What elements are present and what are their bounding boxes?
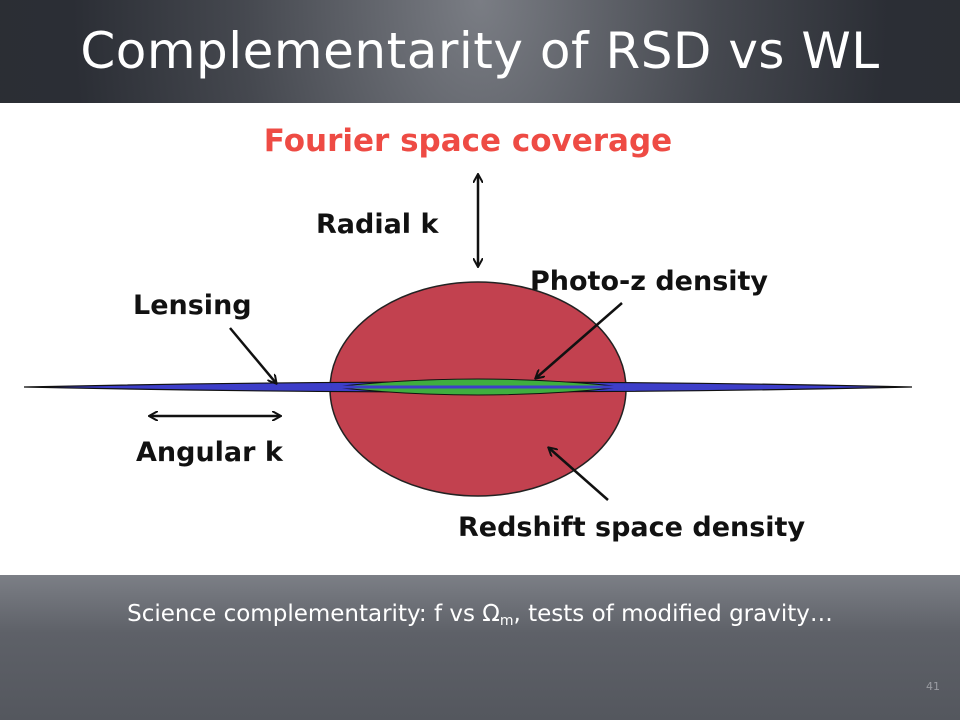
photo-z-label: Photo-z density xyxy=(530,266,768,297)
bottom-band xyxy=(0,575,960,720)
lensing-arrow xyxy=(229,327,276,383)
fourier-coverage-diagram: Fourier space coverage Radial k Photo-z … xyxy=(0,103,960,575)
slide-number: 41 xyxy=(926,680,940,693)
omega-subscript: m xyxy=(499,613,514,629)
photo-z-arrow xyxy=(536,302,623,378)
redshift-space-arrow xyxy=(549,448,609,501)
caption: Science complementarity: f vs Ωm, tests … xyxy=(0,601,960,629)
diagram-heading: Fourier space coverage xyxy=(264,123,672,159)
slide-title: Complementarity of RSD vs WL xyxy=(80,22,880,80)
radial-k-label: Radial k xyxy=(316,209,439,240)
lensing-label: Lensing xyxy=(133,290,252,321)
omega-symbol: Ω xyxy=(482,601,500,627)
redshift-space-label: Redshift space density xyxy=(458,512,805,543)
caption-text-end: , tests of modified gravity… xyxy=(513,601,833,627)
caption-text: Science complementarity: f vs xyxy=(127,601,483,627)
angular-k-label: Angular k xyxy=(136,437,284,468)
